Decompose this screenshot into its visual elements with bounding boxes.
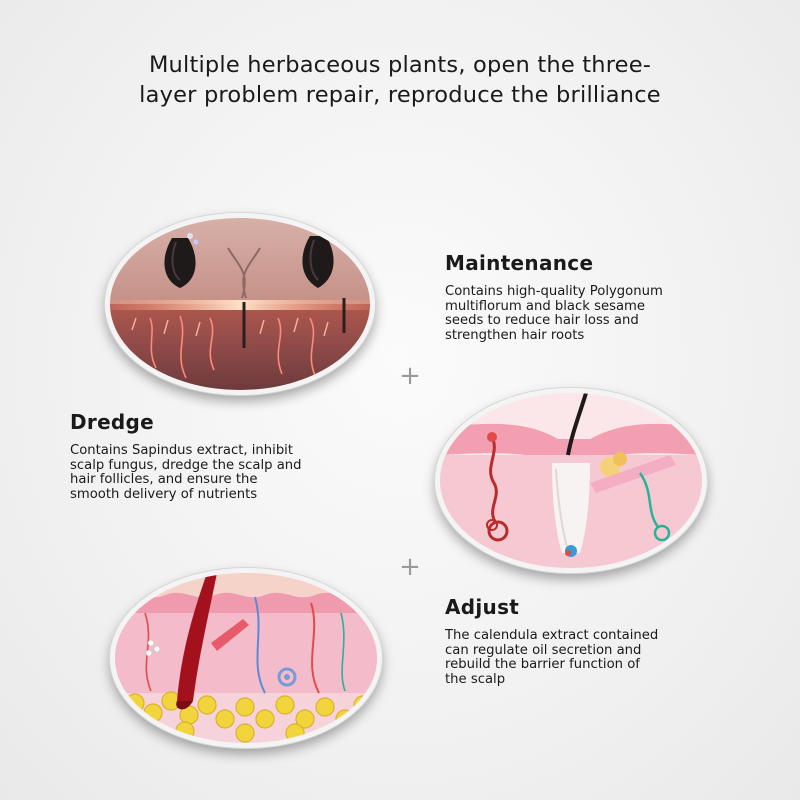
headline-line-1: Multiple herbaceous plants, open the thr… — [148, 52, 652, 78]
section-adjust: Adjust The calendula extract contained c… — [445, 595, 658, 687]
section-title: Adjust — [445, 595, 520, 619]
scalp-follicle-illustration — [105, 213, 375, 395]
headline-line-2: layer problem repair, reproduce the bril… — [139, 82, 661, 108]
description-line: strengthen hair roots — [445, 327, 585, 343]
plus-separator-1: + — [399, 361, 421, 391]
description-line: rebuild the barrier function of — [445, 657, 640, 672]
section-description: Contains high-quality Polygonum multiflo… — [445, 284, 663, 343]
follicle-cross-section-illustration — [435, 388, 707, 573]
section-title: Maintenance — [445, 251, 594, 275]
description-line: multiflorum and black sesame — [445, 298, 645, 314]
section-title: Dredge — [70, 410, 155, 434]
description-line: hair follicles, and ensure the — [70, 472, 258, 487]
description-line: the scalp — [445, 671, 506, 687]
description-line: The calendula extract contained — [445, 628, 659, 643]
description-line: scalp fungus, dredge the scalp and — [70, 457, 302, 473]
description-line: Contains Sapindus extract, inhibit — [70, 443, 294, 458]
section-description: Contains Sapindus extract, inhibit scalp… — [70, 443, 302, 502]
description-line: smooth delivery of nutrients — [70, 486, 258, 502]
section-description: The calendula extract contained can regu… — [445, 628, 659, 687]
description-line: seeds to reduce hair loss and — [445, 313, 639, 328]
description-line: can regulate oil secretion and — [445, 642, 642, 658]
headline: Multiple herbaceous plants, open the thr… — [40, 50, 760, 110]
section-dredge: Dredge Contains Sapindus extract, inhibi… — [70, 410, 302, 502]
plus-separator-2: + — [399, 552, 421, 582]
description-line: Contains high-quality Polygonum — [445, 284, 663, 299]
skin-layers-illustration — [110, 568, 382, 748]
section-maintenance: Maintenance Contains high-quality Polygo… — [445, 251, 663, 343]
